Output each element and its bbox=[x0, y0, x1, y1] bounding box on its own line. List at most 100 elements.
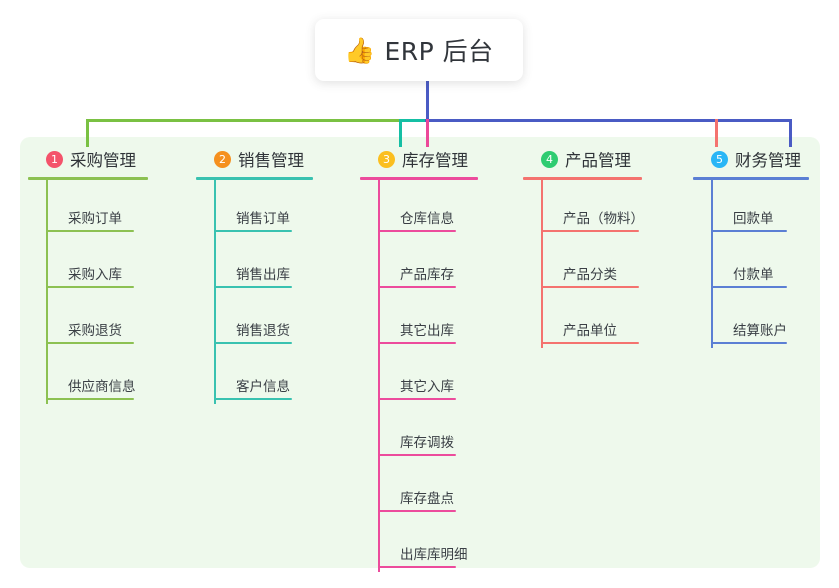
column-header-1[interactable]: 1 采购管理 bbox=[28, 146, 148, 172]
tree-item-rule bbox=[378, 286, 456, 288]
tree-item-rule bbox=[541, 342, 639, 344]
tree-item[interactable]: 库存调拨 bbox=[378, 404, 478, 460]
tree-item-label: 供应商信息 bbox=[68, 379, 136, 395]
column-badge-1: 1 bbox=[46, 150, 63, 168]
column-header-rule bbox=[523, 177, 642, 180]
tree-item[interactable]: 采购入库 bbox=[46, 236, 148, 292]
column-库存管理: 3 库存管理仓库信息产品库存其它出库其它入库库存调拨库存盘点出库库明细 bbox=[360, 146, 478, 572]
connector-drop-col-5 bbox=[789, 119, 792, 147]
tree-item[interactable]: 产品分类 bbox=[541, 236, 642, 292]
tree-item-label: 销售订单 bbox=[236, 211, 290, 227]
tree-item-label: 销售退货 bbox=[236, 323, 290, 339]
tree-item[interactable]: 采购订单 bbox=[46, 180, 148, 236]
tree-item-rule bbox=[214, 398, 292, 400]
tree-item-label: 回款单 bbox=[733, 211, 774, 227]
tree-item-label: 采购退货 bbox=[68, 323, 122, 339]
tree-item-rule bbox=[378, 342, 456, 344]
tree-item-rule bbox=[46, 398, 134, 400]
connector-drop-col-2 bbox=[399, 119, 402, 147]
tree-item[interactable]: 采购退货 bbox=[46, 292, 148, 348]
tree-item-label: 出库库明细 bbox=[400, 547, 468, 563]
column-title: 采购管理 bbox=[70, 151, 136, 170]
tree-item[interactable]: 产品（物料） bbox=[541, 180, 644, 236]
column-采购管理: 1 采购管理采购订单采购入库采购退货供应商信息 bbox=[28, 146, 148, 404]
tree-item-rule bbox=[46, 342, 134, 344]
column-badge-3: 3 bbox=[378, 150, 395, 168]
tree-item-rule bbox=[378, 398, 456, 400]
column-产品管理: 4 产品管理产品（物料） 产品分类产品单位 bbox=[523, 146, 644, 348]
tree-item-rule bbox=[214, 230, 292, 232]
connector-bus-teal bbox=[399, 119, 427, 122]
connector-drop-col-3 bbox=[426, 119, 429, 147]
tree-item-label: 库存盘点 bbox=[400, 491, 454, 507]
column-header-4[interactable]: 4 产品管理 bbox=[523, 146, 642, 172]
connector-drop-col-1 bbox=[86, 119, 89, 147]
tree-item[interactable]: 产品单位 bbox=[541, 292, 642, 348]
column-badge-2: 2 bbox=[214, 150, 231, 168]
tree-item-label: 采购订单 bbox=[68, 211, 122, 227]
tree-item[interactable]: 回款单 bbox=[711, 180, 809, 236]
tree-item-rule bbox=[541, 230, 639, 232]
column-title: 库存管理 bbox=[402, 151, 468, 170]
tree-item[interactable]: 产品库存 bbox=[378, 236, 478, 292]
root-node-title: ERP 后台 bbox=[384, 37, 494, 66]
tree-item-rule bbox=[214, 342, 292, 344]
tree-item-rule bbox=[711, 230, 787, 232]
tree-item-rule bbox=[541, 286, 639, 288]
tree-item[interactable]: 销售退货 bbox=[214, 292, 313, 348]
column-stem bbox=[46, 180, 48, 404]
tree-item[interactable]: 付款单 bbox=[711, 236, 809, 292]
tree-item[interactable]: 供应商信息 bbox=[46, 348, 148, 404]
connector-drop-col-4 bbox=[715, 119, 718, 147]
column-header-3[interactable]: 3 库存管理 bbox=[360, 146, 478, 172]
tree-item-label: 产品（物料） bbox=[563, 211, 644, 227]
tree-item-rule bbox=[711, 342, 787, 344]
column-items: 产品（物料） 产品分类产品单位 bbox=[541, 180, 644, 348]
tree-item-rule bbox=[214, 286, 292, 288]
tree-item-rule bbox=[46, 230, 134, 232]
tree-item-rule bbox=[378, 454, 456, 456]
tree-item-rule bbox=[378, 510, 456, 512]
tree-item-label: 采购入库 bbox=[68, 267, 122, 283]
tree-item[interactable]: 结算账户 bbox=[711, 292, 809, 348]
column-title: 产品管理 bbox=[565, 151, 631, 170]
tree-item-rule bbox=[46, 286, 134, 288]
tree-item[interactable]: 出库库明细 bbox=[378, 516, 478, 572]
column-header-rule bbox=[360, 177, 478, 180]
column-title: 财务管理 bbox=[735, 151, 801, 170]
root-node-erp-backend[interactable]: 👍 ERP 后台 bbox=[315, 19, 523, 81]
tree-item[interactable]: 其它出库 bbox=[378, 292, 478, 348]
tree-item-label: 其它出库 bbox=[400, 323, 454, 339]
tree-item[interactable]: 客户信息 bbox=[214, 348, 313, 404]
tree-item-label: 产品库存 bbox=[400, 267, 454, 283]
tree-item[interactable]: 销售订单 bbox=[214, 180, 313, 236]
column-items: 销售订单销售出库销售退货客户信息 bbox=[214, 180, 313, 404]
connector-bus-green bbox=[86, 119, 401, 122]
tree-item[interactable]: 仓库信息 bbox=[378, 180, 478, 236]
connector-trunk-vertical bbox=[426, 81, 429, 121]
column-header-rule bbox=[28, 177, 148, 180]
column-stem bbox=[711, 180, 713, 348]
tree-item-label: 库存调拨 bbox=[400, 435, 454, 451]
column-stem bbox=[378, 180, 380, 572]
tree-item[interactable]: 库存盘点 bbox=[378, 460, 478, 516]
column-header-5[interactable]: 5 财务管理 bbox=[693, 146, 809, 172]
tree-item-label: 销售出库 bbox=[236, 267, 290, 283]
tree-item-label: 结算账户 bbox=[733, 323, 787, 339]
connector-bus-blue bbox=[425, 119, 792, 122]
column-items: 仓库信息产品库存其它出库其它入库库存调拨库存盘点出库库明细 bbox=[378, 180, 478, 572]
tree-item[interactable]: 销售出库 bbox=[214, 236, 313, 292]
root-node-content: 👍 ERP 后台 bbox=[344, 32, 493, 68]
tree-item[interactable]: 其它入库 bbox=[378, 348, 478, 404]
column-badge-4: 4 bbox=[541, 150, 558, 168]
tree-item-label: 客户信息 bbox=[236, 379, 290, 395]
column-items: 回款单付款单结算账户 bbox=[711, 180, 809, 348]
column-badge-5: 5 bbox=[711, 150, 728, 168]
column-header-rule bbox=[196, 177, 313, 180]
column-财务管理: 5 财务管理回款单付款单结算账户 bbox=[693, 146, 809, 348]
column-stem bbox=[214, 180, 216, 404]
tree-item-rule bbox=[378, 566, 456, 568]
